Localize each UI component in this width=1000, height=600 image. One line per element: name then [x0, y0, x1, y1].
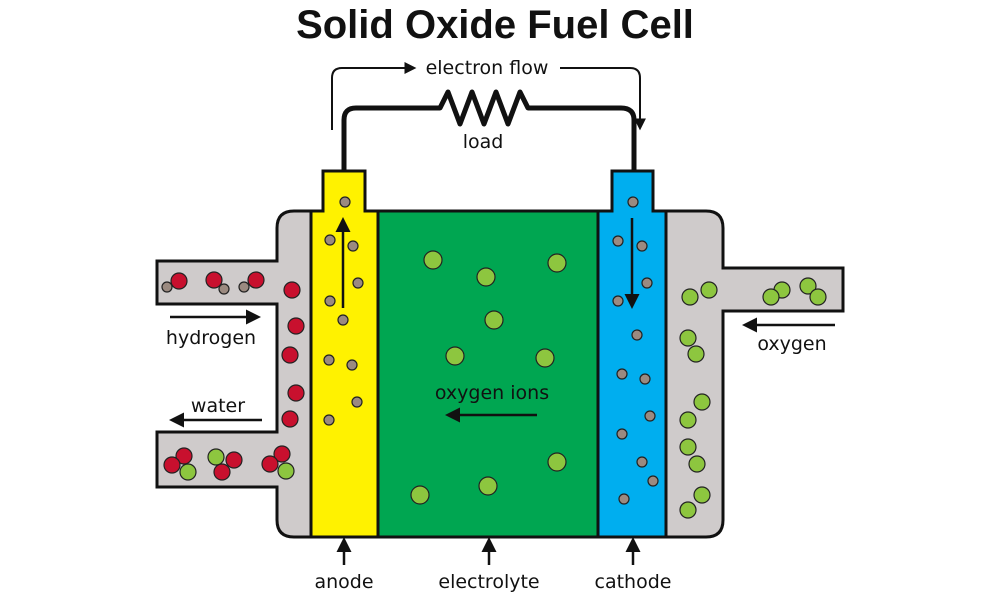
- hydrogen-label: hydrogen: [166, 327, 256, 349]
- electron-particle: [612, 235, 624, 247]
- oxygen-ion-particle: [547, 253, 567, 273]
- electron-flow-arrow-right: [560, 67, 646, 131]
- hydrogen-atom: [247, 271, 265, 289]
- hydrogen-atom: [281, 410, 299, 428]
- electron-particle: [346, 359, 358, 371]
- electron-particle: [636, 240, 648, 252]
- water-atom: [277, 462, 295, 480]
- electron-particle: [636, 456, 648, 468]
- water-atom: [261, 455, 279, 473]
- anode-layer: [309, 169, 380, 539]
- oxygen-atom: [687, 345, 705, 363]
- cathode-layer: [596, 169, 668, 539]
- electron-particle: [618, 493, 630, 505]
- oxygen-ion-particle: [423, 250, 443, 270]
- electron-particle: [641, 277, 653, 289]
- electron-particle: [639, 373, 651, 385]
- electron-particle: [631, 329, 643, 341]
- electron-particle: [323, 354, 335, 366]
- cathode-label: cathode: [595, 571, 672, 593]
- oxygen-atom: [693, 393, 711, 411]
- oxygen-ion-particle: [547, 452, 567, 472]
- water-atom: [213, 463, 231, 481]
- oxygen-label: oxygen: [757, 333, 826, 355]
- oxygen-atom: [700, 281, 718, 299]
- oxygen-atom: [799, 277, 817, 295]
- oxygen-ion-particle: [484, 310, 504, 330]
- circuit-wire: [341, 89, 637, 171]
- oxygen-atom: [688, 455, 706, 473]
- water-atom: [163, 456, 181, 474]
- hydrogen-atom: [281, 346, 299, 364]
- oxygen-atom: [809, 288, 827, 306]
- oxygen-ion-particle: [410, 485, 430, 505]
- particles: [161, 196, 827, 519]
- electron-particle: [647, 475, 659, 487]
- load-label: load: [463, 131, 504, 153]
- electron-particle: [337, 314, 349, 326]
- electron-particle: [238, 281, 250, 293]
- water-label: water: [191, 395, 245, 417]
- electron-particle: [218, 283, 230, 295]
- hydrogen-atom: [283, 281, 301, 299]
- oxygen-ion-particle: [445, 346, 465, 366]
- water-atom: [207, 448, 225, 466]
- oxygen-atom: [679, 411, 697, 429]
- electron-particle: [161, 281, 173, 293]
- oxygen-atom: [762, 288, 780, 306]
- electron-particle: [351, 396, 363, 408]
- electron-flow-arrow-left: [331, 62, 417, 130]
- hydrogen-atom: [287, 384, 305, 402]
- water-atom: [273, 445, 291, 463]
- oxygen-ion-particle: [535, 348, 555, 368]
- hydrogen-atom: [287, 317, 305, 335]
- anode-label: anode: [314, 571, 373, 593]
- electron-particle: [323, 414, 335, 426]
- electron-particle: [324, 234, 336, 246]
- water-atom: [225, 451, 243, 469]
- electron-particle: [644, 410, 656, 422]
- electrolyte-label: electrolyte: [438, 571, 539, 593]
- oxygen-atom: [679, 501, 697, 519]
- oxygen-atom: [679, 329, 697, 347]
- electron-particle: [339, 196, 351, 208]
- water-atom: [175, 447, 193, 465]
- oxygen-atom: [679, 438, 697, 456]
- hydrogen-atom: [205, 271, 223, 289]
- water-atom: [179, 463, 197, 481]
- electron-particle: [612, 295, 624, 307]
- electron-particle: [347, 240, 359, 252]
- electron-particle: [324, 295, 336, 307]
- oxygen-atom: [681, 288, 699, 306]
- oxygen-ion-particle: [478, 476, 498, 496]
- oxygen-ion-particle: [476, 267, 496, 287]
- hydrogen-atom: [170, 272, 188, 290]
- oxygen-atom: [693, 486, 711, 504]
- electron-particle: [616, 428, 628, 440]
- electron-particle: [616, 368, 628, 380]
- electron-particle: [352, 277, 364, 289]
- electron-particle: [627, 196, 639, 208]
- electron-flow-label: electron flow: [426, 57, 549, 79]
- diagram-title: Solid Oxide Fuel Cell: [296, 3, 694, 47]
- oxygen-ions-label: oxygen ions: [435, 382, 549, 404]
